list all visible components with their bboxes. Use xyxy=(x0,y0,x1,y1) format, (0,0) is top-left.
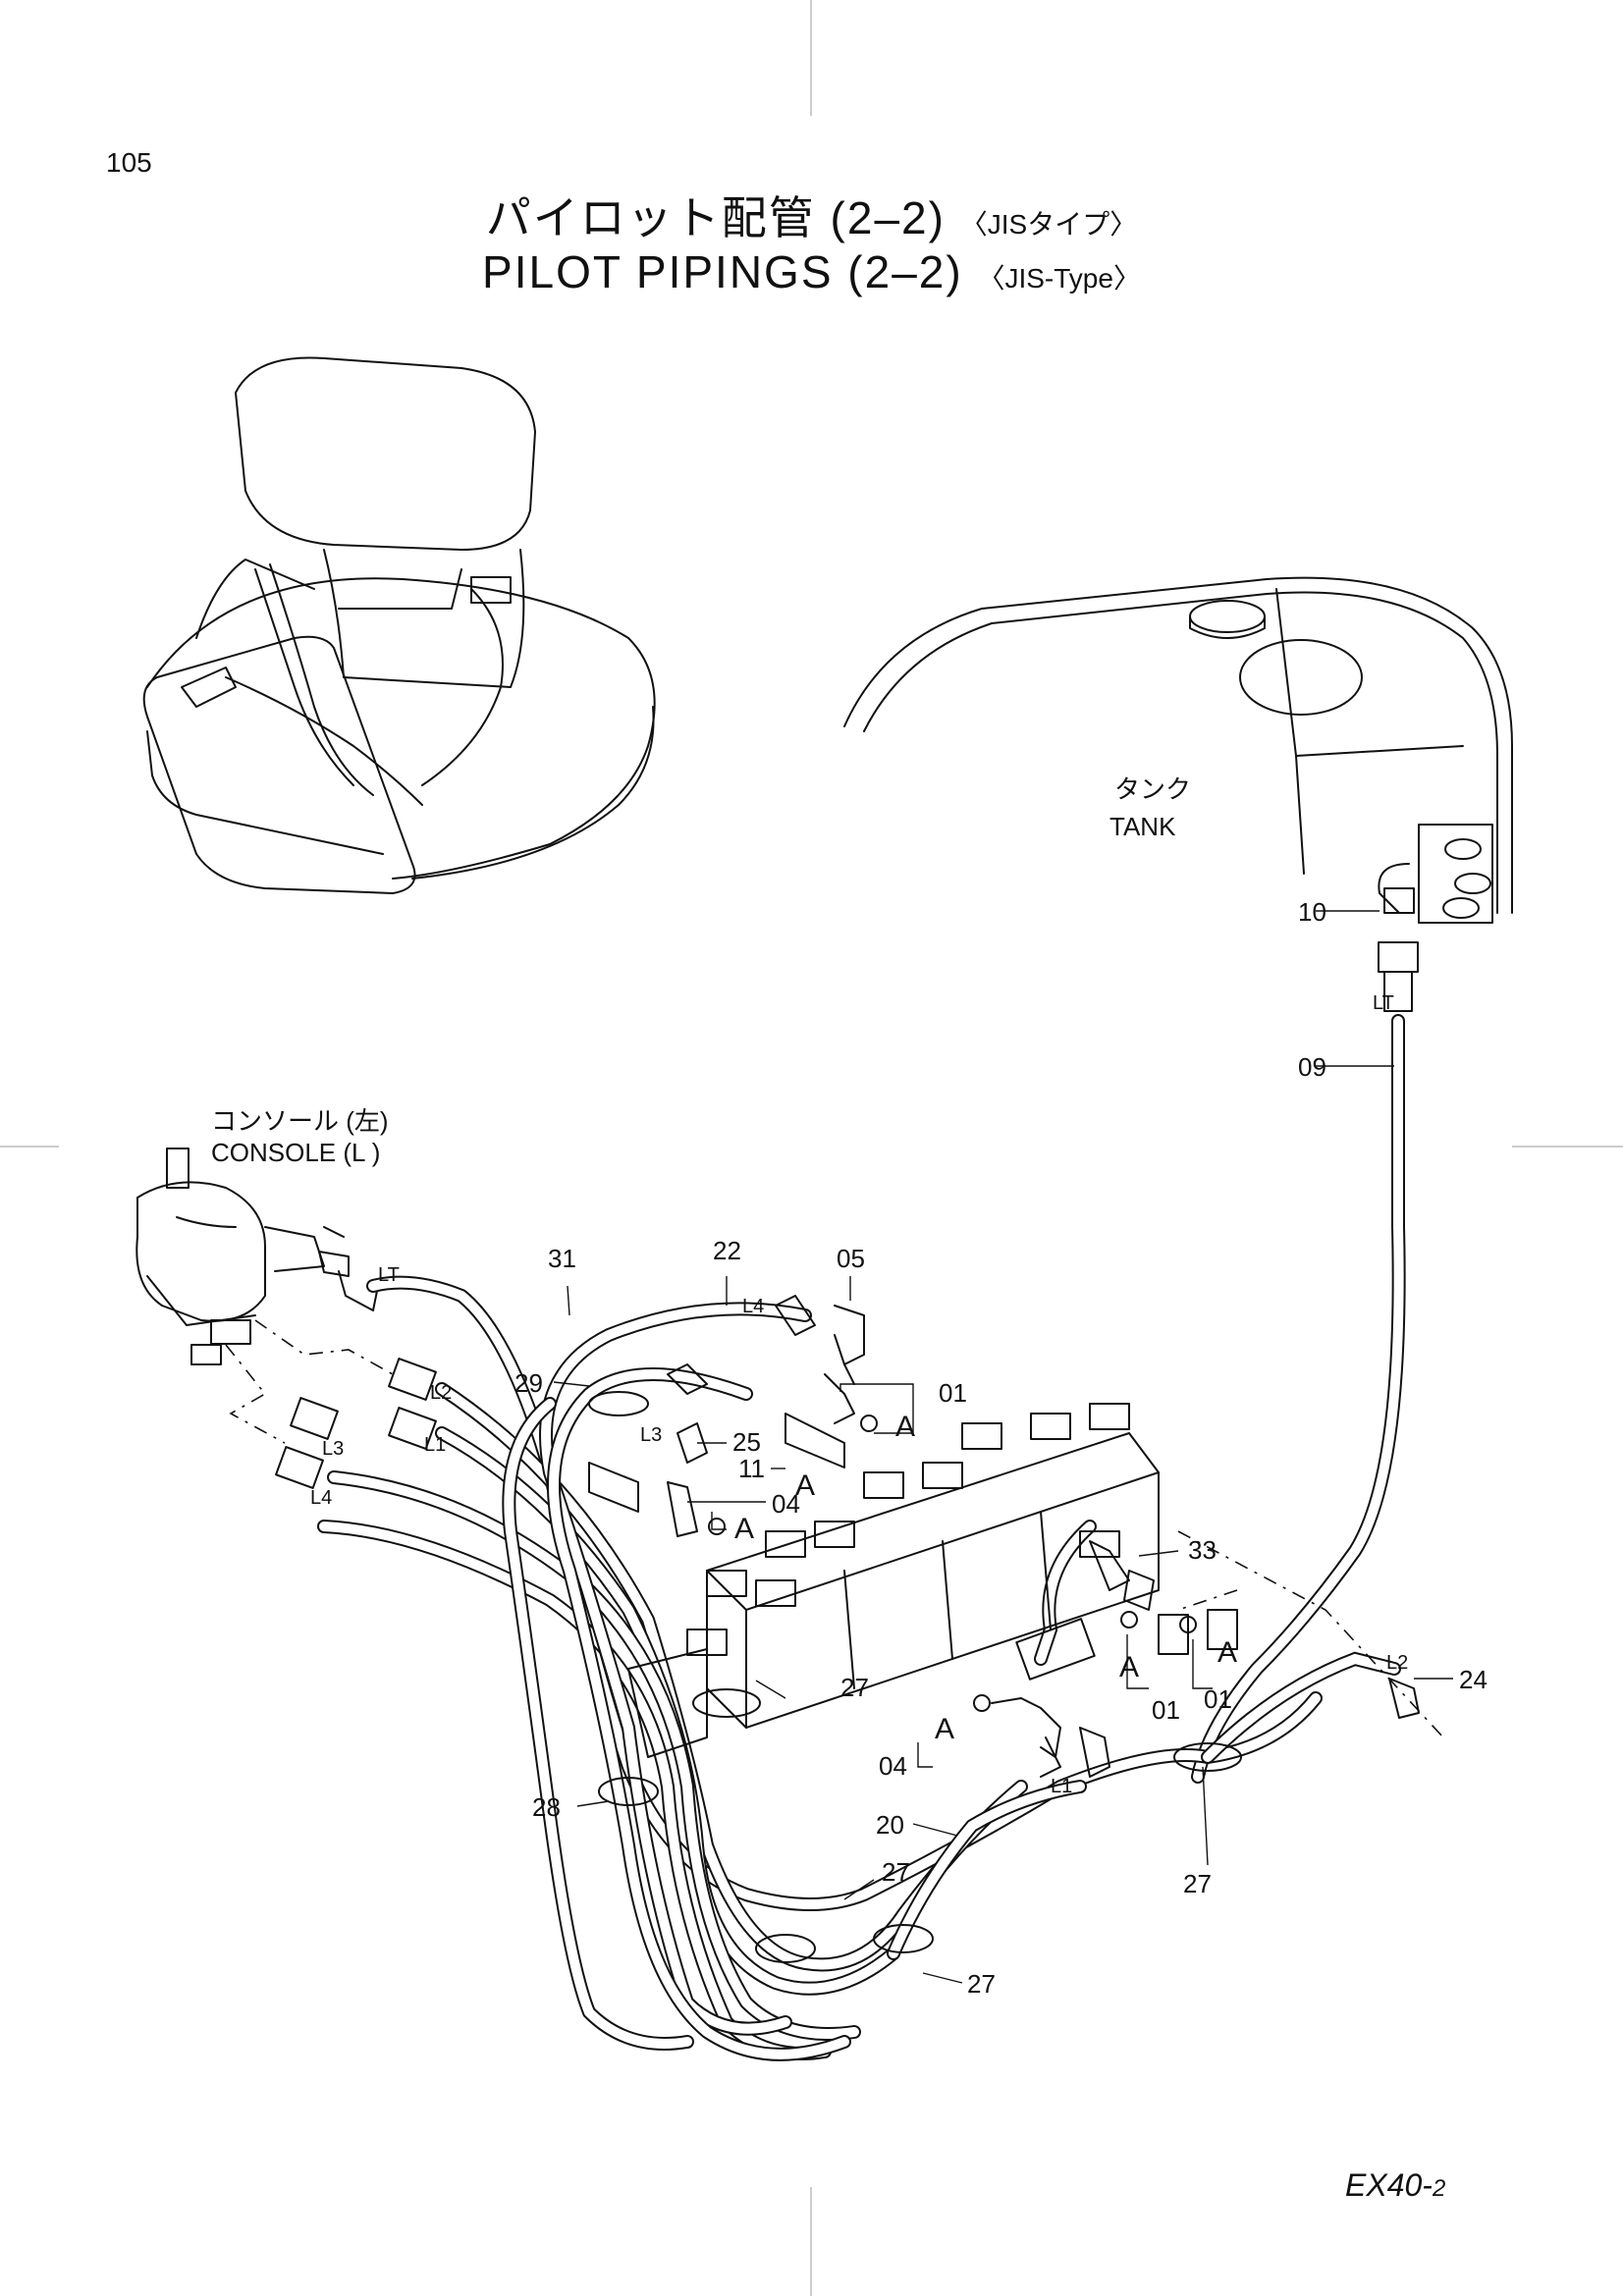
clamp-27-right xyxy=(1173,1742,1242,1772)
model-code-main: EX40- xyxy=(1345,2167,1433,2203)
callout-09: 09 xyxy=(1298,1052,1326,1082)
callout-27-right: 27 xyxy=(1183,1869,1212,1898)
callout-28: 28 xyxy=(532,1792,561,1822)
line-id-l3: L3 xyxy=(322,1438,345,1460)
console-label-en: CONSOLE (L ) xyxy=(211,1138,381,1167)
callout-33: 33 xyxy=(1188,1535,1217,1565)
line-id-l4-top: L4 xyxy=(742,1296,765,1317)
console-fittings xyxy=(225,1226,437,1489)
clamp-29 xyxy=(588,1391,649,1416)
callout-24: 24 xyxy=(1459,1665,1488,1694)
line-id-l1-bottom: L1 xyxy=(1051,1776,1073,1797)
section-a-marker-5: A xyxy=(1217,1636,1238,1669)
callout-20: 20 xyxy=(876,1810,904,1840)
callout-31: 31 xyxy=(548,1244,576,1273)
page-title-en: PILOT PIPINGS (2–2) 〈JIS-Type〉 xyxy=(0,245,1623,298)
callout-22: 22 xyxy=(713,1236,741,1265)
callout-27-bottom: 27 xyxy=(967,1969,996,1999)
section-a-marker-4: A xyxy=(1119,1651,1140,1683)
clamp-27-bottom xyxy=(873,1924,934,1953)
model-code-suffix: 2 xyxy=(1432,2175,1446,2202)
callout-10: 10 xyxy=(1298,897,1326,927)
callout-04-bottom: 04 xyxy=(879,1751,907,1781)
callout-lt-tank: LT xyxy=(1373,992,1394,1014)
callout-27-low: 27 xyxy=(882,1857,910,1887)
small-fittings xyxy=(588,1295,1420,1778)
callout-29: 29 xyxy=(514,1368,543,1398)
pilot-hose-bundle xyxy=(317,1275,1401,2061)
clamp-27-low xyxy=(755,1934,816,1963)
tank-return-hose xyxy=(1191,887,1419,1784)
clamp-27-mid xyxy=(692,1688,761,1718)
callout-01-r1: 01 xyxy=(1152,1695,1180,1725)
line-id-l3-mid: L3 xyxy=(640,1424,663,1446)
callout-01-r2: 01 xyxy=(1204,1684,1232,1714)
page-title-jp-main: パイロット配管 (2–2) xyxy=(485,192,946,243)
page-title-en-sub: 〈JIS-Type〉 xyxy=(977,263,1141,294)
callout-11: 11 xyxy=(738,1454,765,1483)
page-title-jp-sub: 〈JISタイプ〉 xyxy=(959,209,1138,240)
hose-clamps xyxy=(588,1391,1242,1963)
line-id-l4: L4 xyxy=(310,1487,333,1509)
excavator-upperstructure-icon xyxy=(142,356,656,894)
callout-05: 05 xyxy=(837,1244,865,1273)
page-title-jp: パイロット配管 (2–2) 〈JISタイプ〉 xyxy=(0,183,1623,247)
console-label-jp: コンソール (左) xyxy=(211,1106,389,1136)
pilot-valve-console-icon xyxy=(135,1148,325,1365)
page-title-en-main: PILOT PIPINGS (2–2) xyxy=(482,246,963,297)
section-a-marker-2: A xyxy=(795,1469,816,1502)
clamp-28 xyxy=(598,1777,659,1806)
callout-01-top: 01 xyxy=(939,1378,967,1408)
line-id-lt-console: LT xyxy=(378,1264,400,1286)
tank-label-en: TANK xyxy=(1109,812,1176,841)
model-code: EX40-2 xyxy=(1345,2167,1445,2204)
line-id-l2-right: L2 xyxy=(1386,1652,1409,1674)
section-a-marker-3: A xyxy=(734,1513,755,1545)
callout-25: 25 xyxy=(732,1427,761,1457)
section-a-marker-1: A xyxy=(895,1411,916,1443)
page-number: 105 xyxy=(106,147,152,178)
callout-leaders xyxy=(553,1276,1453,1984)
section-a-marker-6: A xyxy=(935,1713,955,1745)
callout-04-top: 04 xyxy=(772,1489,800,1519)
hydraulic-tank-icon xyxy=(843,576,1513,924)
callout-27-mid: 27 xyxy=(840,1673,869,1702)
line-id-l2: L2 xyxy=(430,1382,453,1404)
tank-label-jp: タンク xyxy=(1114,774,1192,804)
control-valve-block-icon xyxy=(627,1403,1444,1758)
line-id-l1: L1 xyxy=(424,1434,447,1456)
